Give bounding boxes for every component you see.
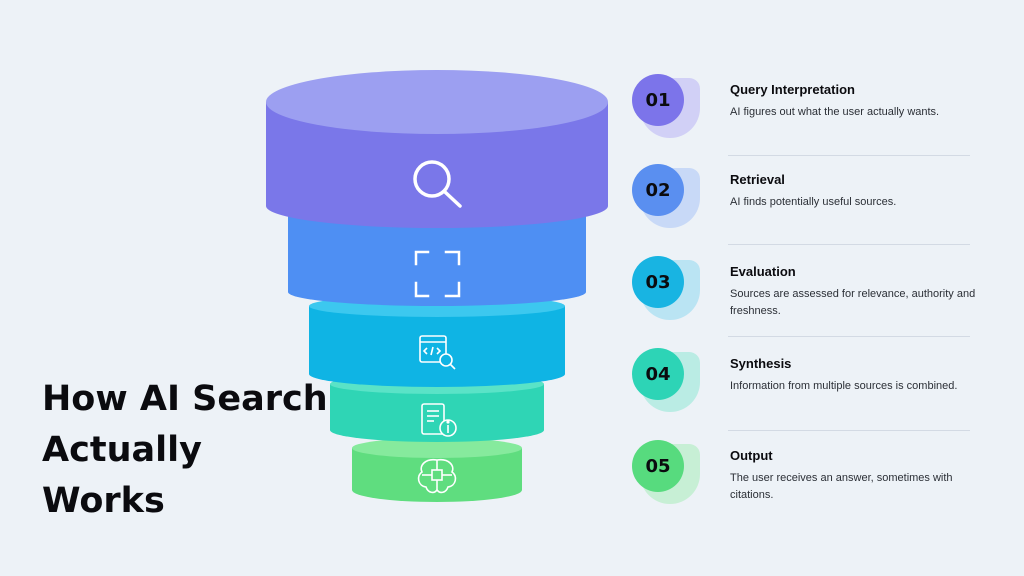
divider: [728, 336, 970, 337]
scan-frame-icon: [414, 250, 461, 298]
divider: [728, 430, 970, 431]
step-evaluation: 03 Evaluation Sources are assessed for r…: [632, 256, 975, 326]
step-number-badge: 05: [632, 440, 684, 492]
step-description: Sources are assessed for relevance, auth…: [730, 288, 976, 317]
page-title: How AI Search Actually Works: [42, 374, 328, 527]
step-description: AI figures out what the user actually wa…: [730, 106, 940, 118]
step-description: The user receives an answer, sometimes w…: [730, 472, 953, 501]
step-title: Query Interpretation: [730, 82, 855, 97]
step-title: Evaluation: [730, 264, 796, 279]
step-output: 05 Output The user receives an answer, s…: [632, 440, 972, 510]
step-number-badge: 02: [632, 164, 684, 216]
step-title: Retrieval: [730, 172, 785, 187]
step-title: Output: [730, 448, 773, 463]
step-number-badge: 01: [632, 74, 684, 126]
funnel-tier-query: [266, 70, 608, 228]
divider: [728, 244, 970, 245]
step-number-badge: 03: [632, 256, 684, 308]
step-retrieval: 02 Retrieval AI finds potentially useful…: [632, 164, 972, 234]
funnel-tier-output: [352, 438, 522, 502]
search-icon: [413, 160, 462, 208]
title-line-1: How AI Search: [42, 379, 328, 419]
divider: [728, 155, 970, 156]
title-line-2: Actually: [42, 430, 202, 470]
document-info-icon: [421, 403, 457, 437]
brain-chip-icon: [417, 458, 457, 494]
step-description: Information from multiple sources is com…: [730, 380, 958, 392]
step-title: Synthesis: [730, 356, 792, 371]
step-description: AI finds potentially useful sources.: [730, 196, 897, 208]
step-number-badge: 04: [632, 348, 684, 400]
step-query-interpretation: 01 Query Interpretation AI figures out w…: [632, 74, 972, 144]
title-line-3: Works: [42, 481, 165, 521]
funnel-tier-evaluation: [309, 295, 565, 387]
code-review-icon: [419, 335, 456, 370]
step-synthesis: 04 Synthesis Information from multiple s…: [632, 348, 972, 418]
